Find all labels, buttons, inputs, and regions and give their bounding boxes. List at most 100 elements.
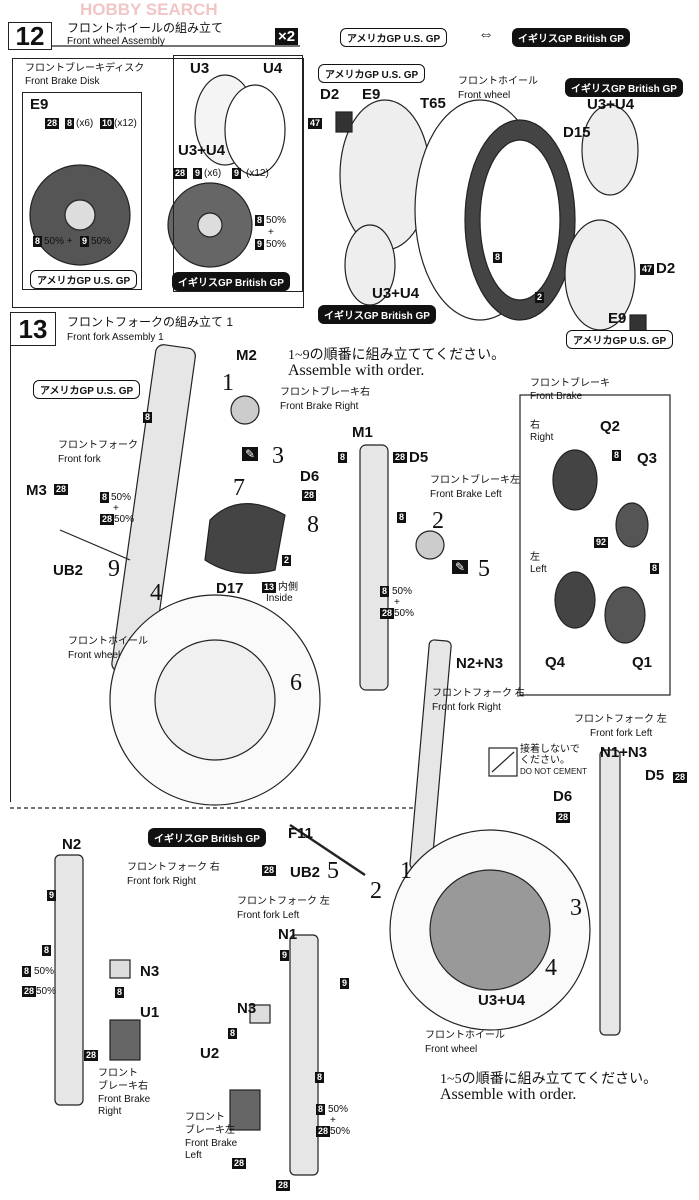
paint-ratio: 50%	[266, 215, 287, 226]
count: (x12)	[114, 118, 137, 129]
step-order: 1	[222, 370, 234, 396]
brake-right-en: Front Brake Right	[280, 401, 359, 412]
part-label: UB2	[290, 864, 321, 881]
part-number: 2	[282, 555, 292, 566]
part-number: 8	[65, 118, 75, 129]
part-number: 28	[54, 484, 69, 495]
right-label-jp: 右	[530, 420, 540, 431]
part-label: F11	[288, 825, 314, 842]
paint-ratio: 50%	[330, 1126, 351, 1137]
part-label: E9	[608, 310, 627, 327]
part-label: E9	[30, 96, 49, 113]
fork-right-en: Front fork Right	[127, 876, 196, 887]
wheel-label-en: Front wheel	[68, 650, 121, 661]
part-label: D5	[409, 449, 429, 466]
part-label: Q2	[600, 418, 621, 435]
fork-left-jp: フロントフォーク 左	[574, 714, 667, 725]
order-note-jp: 1~5の順番に組み立ててください。	[440, 1072, 658, 1087]
part-number: 47	[308, 118, 323, 129]
part-label: U1	[140, 1004, 160, 1021]
part-label: D2	[656, 260, 676, 277]
paint-code: 8	[100, 492, 110, 503]
part-number: 28	[262, 865, 277, 876]
part-label: D2	[320, 86, 340, 103]
part-label: U2	[200, 1045, 220, 1062]
paint-ratio: 50%	[328, 1104, 349, 1115]
step-frame	[10, 312, 13, 802]
part-number: 28	[276, 1180, 291, 1191]
part-label: N1	[278, 926, 298, 943]
part-number: 10	[100, 118, 115, 129]
count: (x12)	[246, 168, 269, 179]
part-label: M2	[236, 347, 257, 364]
part-label: N2	[62, 836, 82, 853]
part-label: U4	[263, 60, 283, 77]
part-number: 28	[45, 118, 60, 129]
fork-label-en: Front fork	[58, 454, 101, 465]
legend-uk-gp: イギリスGP British GP	[512, 28, 630, 47]
us-gp-badge: アメリカGP U.S. GP	[30, 270, 138, 289]
step-title-jp: フロントフォークの組み立て 1	[67, 315, 234, 329]
part-number: 8	[493, 252, 503, 263]
part-label: N1+N3	[600, 744, 648, 761]
do-not-cement-jp: 接着しないで	[520, 744, 580, 755]
part-number: 28	[673, 772, 688, 783]
step-order: 4	[150, 580, 162, 606]
paint-brush-icon: ✎	[452, 560, 469, 574]
part-number: 92	[594, 537, 609, 548]
part-number: 28	[84, 1050, 99, 1061]
paint-code: 8	[316, 1104, 326, 1115]
part-number: 2	[535, 292, 545, 303]
part-label: N2+N3	[456, 655, 504, 672]
part-number: 9	[340, 978, 350, 989]
part-label: M1	[352, 424, 373, 441]
brake-right-en: Front Brake	[98, 1094, 151, 1105]
step-order: 5	[478, 556, 490, 582]
paint-ratio: 50%	[392, 586, 413, 597]
part-label: U3+U4	[478, 992, 526, 1009]
part-number: 8	[315, 1072, 325, 1083]
step-order: 9	[108, 556, 120, 582]
brake-right-jp2: ブレーキ右	[98, 1081, 148, 1092]
disk-label-en: Front Brake Disk	[25, 76, 100, 87]
uk-gp-badge: イギリスGP British GP	[148, 828, 266, 847]
brake-left-en: Front Brake Left	[430, 489, 502, 500]
order-note-jp: 1~9の順番に組み立ててください。	[288, 348, 506, 363]
part-label: Q4	[545, 654, 566, 671]
fork-left-en: Front fork Left	[237, 910, 300, 921]
fork-right-en: Front fork Right	[432, 702, 501, 713]
wheel-label-jp: フロントホイール	[458, 76, 538, 87]
paint-code: 28	[100, 514, 115, 525]
paint-code: 28	[22, 986, 37, 997]
paint-code: 8	[22, 966, 32, 977]
fork-label-jp: フロントフォーク	[58, 440, 138, 451]
brake-left-jp2: ブレーキ左	[185, 1125, 235, 1136]
part-number: 13	[262, 582, 277, 593]
part-label: U3	[190, 60, 210, 77]
part-number: 28	[173, 168, 188, 179]
part-label: U3+U4	[372, 285, 420, 302]
step-order: 6	[290, 670, 302, 696]
brake-right-jp: フロント	[98, 1068, 138, 1079]
paint-code: 9	[255, 239, 265, 250]
step-title-en: Front wheel Assembly	[67, 36, 165, 47]
part-number: 8	[42, 945, 52, 956]
disk-label-jp: フロントブレーキディスク	[25, 63, 145, 74]
wheel-label-en: Front wheel	[425, 1044, 478, 1055]
order-note-en: Assemble with order.	[440, 1086, 577, 1103]
paint-ratio: 50%	[34, 966, 55, 977]
step-number: 13	[10, 312, 56, 346]
step-order: 3	[272, 443, 284, 469]
paint-ratio: 50%	[111, 492, 132, 503]
brake-right-jp: フロントブレーキ右	[280, 387, 370, 398]
step-number: 12	[8, 22, 52, 50]
paint-ratio: 50% +	[44, 236, 73, 247]
part-label: D6	[300, 468, 320, 485]
part-number: 8	[650, 563, 660, 574]
part-label: Q3	[637, 450, 658, 467]
do-not-cement-jp2: ください。	[520, 755, 570, 766]
plus: +	[394, 597, 400, 608]
us-gp-badge: アメリカGP U.S. GP	[33, 380, 141, 399]
part-label: D17	[216, 580, 244, 597]
